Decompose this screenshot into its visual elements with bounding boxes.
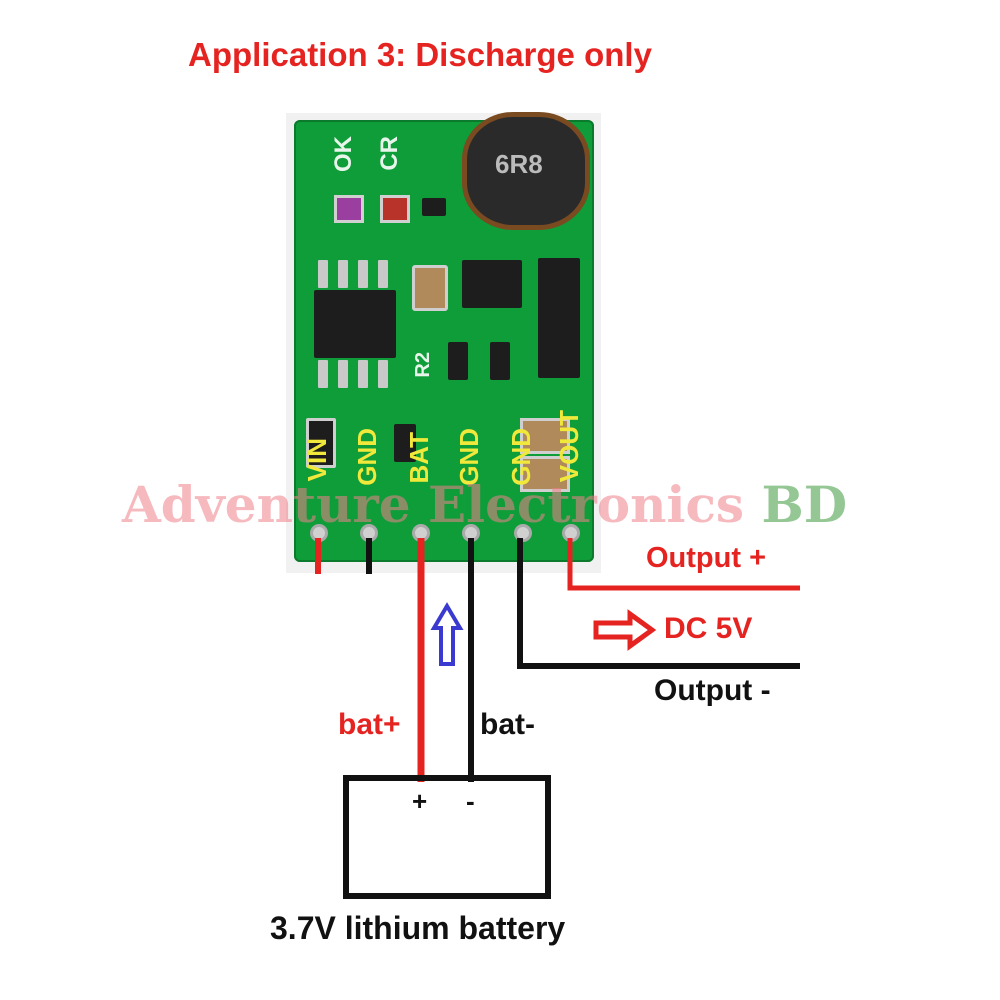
right-arrow-icon	[593, 609, 657, 651]
ic-pin	[338, 260, 348, 288]
smd-resistor	[394, 424, 416, 462]
ic-pin	[358, 360, 368, 388]
ic-pin	[358, 260, 368, 288]
bat-positive-label: bat+	[338, 708, 401, 741]
led-cr	[380, 195, 410, 223]
smd-resistor-top	[422, 198, 446, 216]
schottky-diode	[538, 258, 580, 378]
pcb-board: OK CR 6R8 R2 VIN GND BAT GND GND VOUT	[294, 112, 594, 562]
ic-pin	[318, 260, 328, 288]
smd-resistor	[490, 342, 510, 380]
battery-plus-sign: +	[412, 786, 428, 816]
output-capacitor	[520, 456, 570, 492]
output-voltage-label: DC 5V	[664, 612, 753, 645]
smd-resistor	[448, 342, 468, 380]
watermark: Adventure Electronics BD	[122, 475, 847, 534]
transistor-chip	[462, 260, 522, 308]
inductor-marking: 6R8	[495, 149, 543, 179]
ic-pin	[378, 360, 388, 388]
main-ic	[314, 290, 396, 358]
led-ok	[334, 195, 364, 223]
watermark-main: Adventure Electronics	[122, 475, 745, 534]
output-plus-label: Output +	[646, 542, 767, 574]
bat-negative-label: bat-	[480, 708, 535, 741]
page-title: Application 3: Discharge only	[188, 36, 652, 73]
wire-output-positive	[567, 538, 800, 591]
battery-box	[343, 775, 551, 899]
power-inductor: 6R8	[462, 112, 590, 230]
ic-pin	[318, 360, 328, 388]
output-capacitor	[520, 418, 570, 454]
watermark-suffix: BD	[761, 475, 848, 534]
input-resistor	[306, 418, 336, 468]
ic-pin	[378, 260, 388, 288]
output-minus-label: Output -	[654, 674, 771, 707]
wire-output-negative	[517, 538, 800, 669]
ic-pin	[338, 360, 348, 388]
battery-minus-sign: -	[466, 786, 475, 816]
up-arrow-icon	[430, 602, 464, 666]
smd-capacitor	[412, 265, 448, 311]
battery-caption: 3.7V lithium battery	[270, 910, 566, 946]
